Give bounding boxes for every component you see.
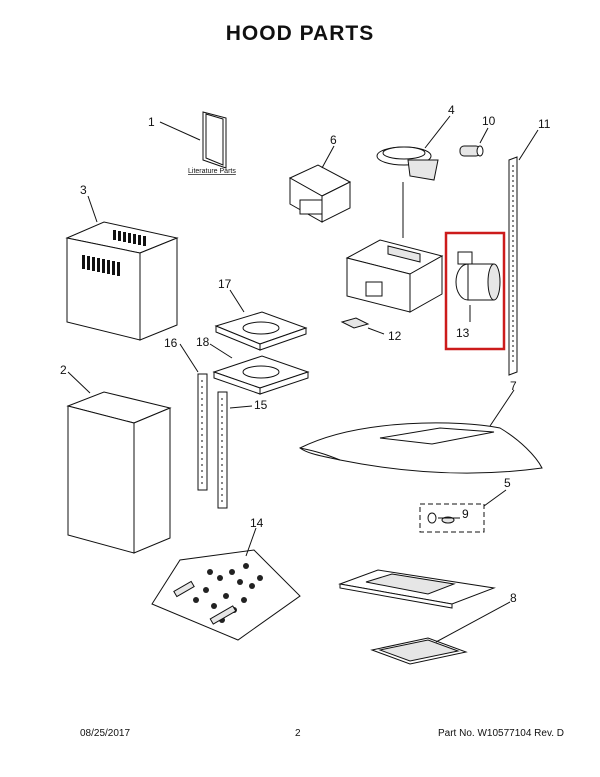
hood-liner	[338, 569, 496, 609]
part-17-support-frame[interactable]: 17	[214, 277, 308, 351]
part-12-plate[interactable]: 12	[340, 317, 402, 343]
part-7-canopy-glass[interactable]: 7	[299, 379, 543, 474]
callout-5: 5	[504, 476, 511, 490]
literature-label: Literature Parts	[188, 168, 236, 175]
callout-10: 10	[482, 114, 496, 128]
callout-3: 3	[80, 183, 87, 197]
footer-part-number: Part No. W10577104 Rev. D	[438, 728, 564, 739]
part-8-filter[interactable]: 8	[370, 591, 517, 665]
part-6-transition-duct[interactable]: 6	[288, 133, 352, 223]
callout-12: 12	[388, 329, 402, 343]
part-11-bracket[interactable]: 11	[508, 117, 551, 376]
footer-page-number: 2	[295, 728, 301, 739]
highlight-box	[444, 231, 506, 351]
callout-6: 6	[330, 133, 337, 147]
callout-18: 18	[196, 335, 210, 349]
part-18-support-frame[interactable]: 18	[196, 335, 310, 395]
blower-housing	[345, 182, 444, 313]
part-16-bracket[interactable]: 16	[164, 336, 208, 491]
part-3-upper-chimney[interactable]: 3	[65, 183, 179, 341]
callout-4: 4	[448, 103, 455, 117]
callout-7: 7	[510, 379, 517, 393]
callout-15: 15	[254, 398, 268, 412]
callout-17: 17	[218, 277, 232, 291]
callout-2: 2	[60, 363, 67, 377]
footer-date: 08/25/2017	[80, 728, 131, 739]
callout-16: 16	[164, 336, 178, 350]
part-9-light[interactable]: 9	[427, 507, 469, 524]
part-10-connector[interactable]: 10	[459, 114, 496, 157]
part-15-bracket[interactable]: 15	[217, 391, 268, 509]
part-14-hardware-kit[interactable]: 14	[151, 516, 301, 641]
callout-8: 8	[510, 591, 517, 605]
part-2-lower-chimney[interactable]: 2	[60, 363, 172, 554]
callout-9: 9	[462, 507, 469, 521]
part-4-damper[interactable]: 4	[376, 103, 455, 181]
part-1-literature[interactable]: 1 Literature Parts	[148, 111, 236, 175]
callout-1: 1	[148, 115, 155, 129]
page-title: HOOD PARTS	[225, 22, 375, 45]
callout-13: 13	[456, 326, 470, 340]
callout-14: 14	[250, 516, 264, 530]
part-13-blower-motor[interactable]: 13	[444, 231, 506, 351]
callout-11: 11	[538, 117, 551, 131]
part-5-light-kit[interactable]: 5	[419, 476, 511, 533]
